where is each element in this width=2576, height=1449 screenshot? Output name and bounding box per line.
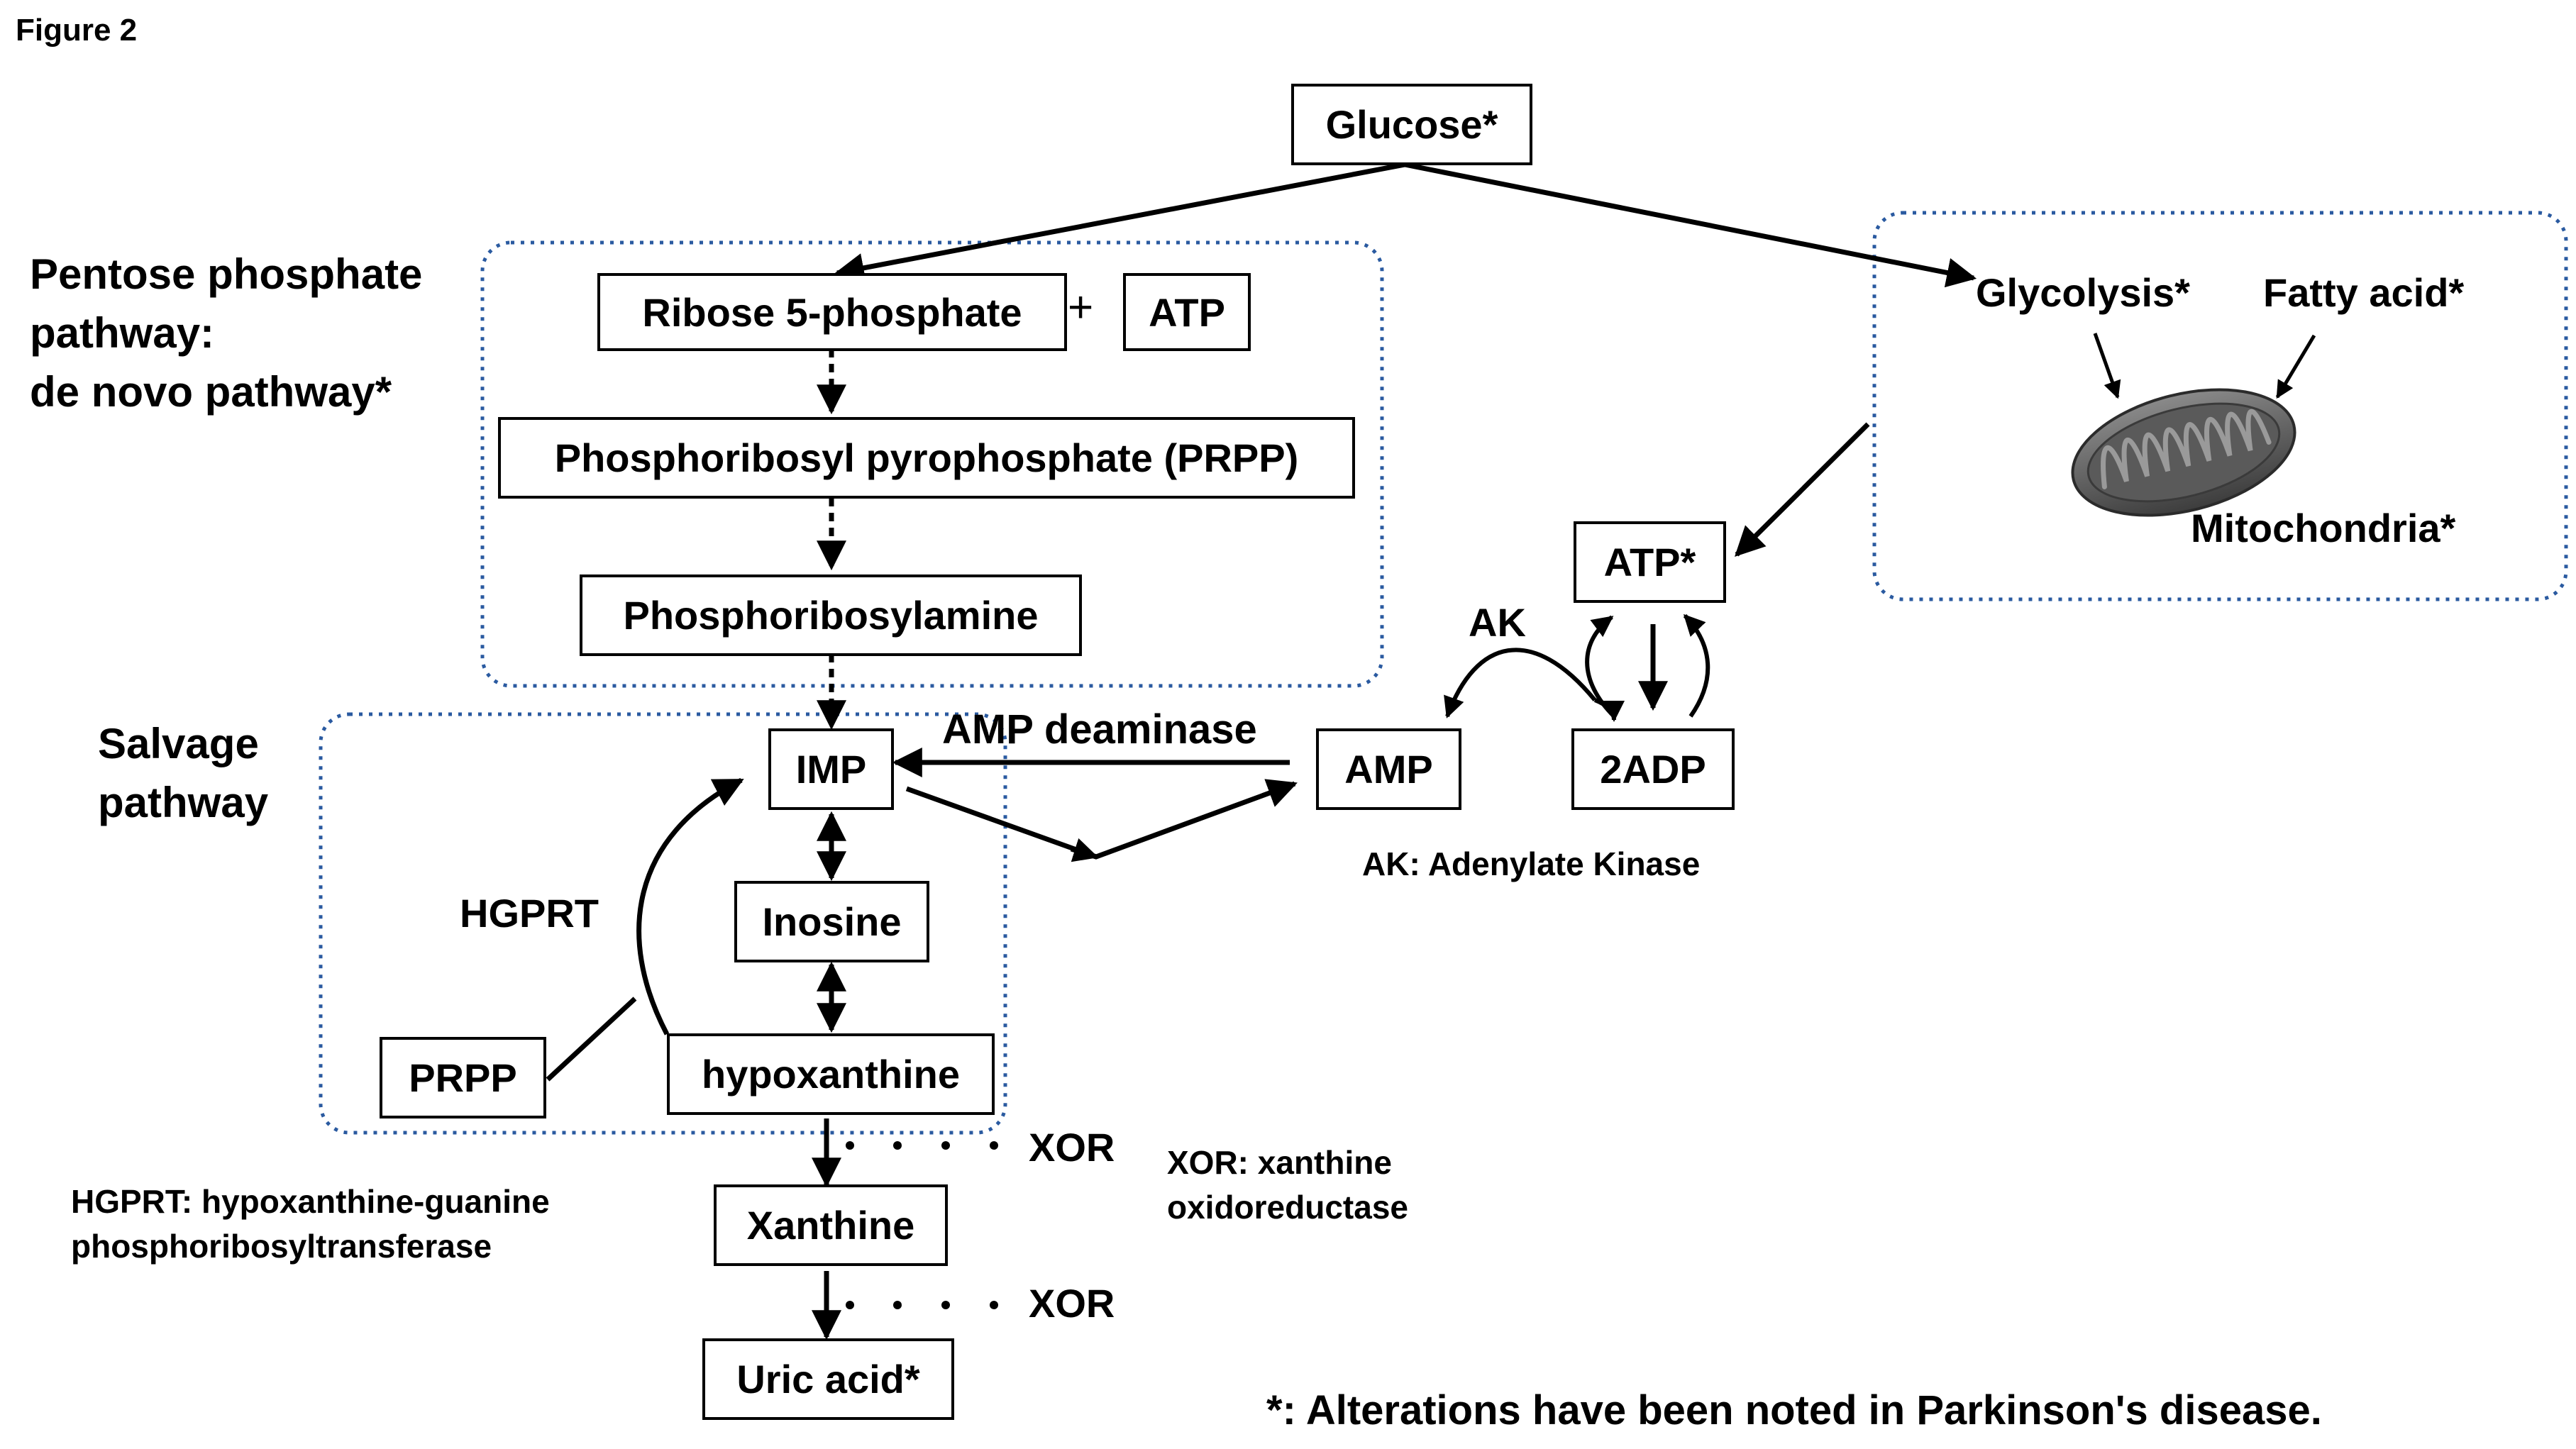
label-ak: AK (1469, 600, 1526, 645)
figure-label: Figure 2 (16, 13, 138, 48)
xor-dots-2 (846, 1301, 998, 1309)
note-ak-definition: AK: Adenylate Kinase (1362, 845, 1701, 882)
label-xor-2: XOR (1029, 1281, 1115, 1326)
arrow-glycolysis-mito (2093, 333, 2121, 399)
arrow-imp-amp-mid-head (1070, 838, 1099, 862)
de-novo-region (480, 240, 1384, 688)
arrow-fattyacid-mito (2275, 334, 2316, 399)
hgprt-prpp-line (546, 996, 637, 1082)
node-glucose: Glucose* (1291, 84, 1532, 165)
arrow-hgprt-imp (636, 777, 744, 1036)
node-atp: ATP (1123, 273, 1251, 351)
label-hgprt: HGPRT (460, 891, 599, 936)
node-hypoxanthine: hypoxanthine (667, 1033, 995, 1115)
arrow-mito-atp (1735, 422, 1870, 557)
arrow-ak-amp (1444, 648, 1597, 718)
salvage-region-label-line2: pathway (98, 779, 269, 826)
label-mitochondria: Mitochondria* (2191, 506, 2456, 550)
node-phosphoribosylamine: Phosphoribosylamine (580, 574, 1082, 656)
note-xor-definition-line1: XOR: xanthine (1167, 1144, 1392, 1181)
pentose-region-label-line3: de novo pathway* (30, 368, 392, 416)
pentose-region-label-line2: pathway: (30, 309, 215, 357)
arrow-2adp-atp-right (1683, 614, 1710, 718)
arrow-2adp-atp-left (1585, 615, 1616, 718)
note-xor-definition-line2: oxidoreductase (1167, 1189, 1408, 1226)
xor-dots-1 (846, 1141, 998, 1150)
mitochondrion-image (2071, 388, 2296, 517)
node-ribose-5-phosphate: Ribose 5-phosphate (597, 273, 1067, 351)
arrow-imp-amp (905, 779, 1298, 860)
note-hgprt-definition-line2: phosphoribosyltransferase (71, 1228, 492, 1265)
node-xanthine: Xanthine (714, 1184, 948, 1266)
pentose-region-label-line1: Pentose phosphate (30, 250, 423, 298)
salvage-region (319, 712, 1007, 1135)
note-hgprt-definition-line1: HGPRT: hypoxanthine-guanine (71, 1183, 550, 1220)
label-fatty-acid: Fatty acid* (2263, 270, 2465, 315)
label-amp-deaminase: AMP deaminase (942, 706, 1257, 753)
node-inosine: Inosine (734, 881, 929, 962)
glycolysis-region (1872, 211, 2568, 601)
node-2adp: 2ADP (1571, 728, 1735, 810)
node-amp: AMP (1316, 728, 1461, 810)
label-glycolysis: Glycolysis* (1976, 270, 2190, 315)
node-prpp-full: Phosphoribosyl pyrophosphate (PRPP) (498, 417, 1355, 499)
plus-sign: + (1068, 283, 1094, 332)
node-uric-acid: Uric acid* (702, 1338, 954, 1420)
arrow-glucose-glycolysis (1404, 162, 1977, 288)
node-prpp: PRPP (380, 1037, 546, 1118)
node-imp: IMP (768, 728, 894, 810)
arrow-glucose-ribose (834, 162, 1405, 283)
node-atp-star: ATP* (1574, 521, 1726, 603)
label-xor-1: XOR (1029, 1125, 1115, 1170)
footnote: *: Alterations have been noted in Parkin… (1266, 1387, 2322, 1433)
salvage-region-label-line1: Salvage (98, 720, 259, 767)
